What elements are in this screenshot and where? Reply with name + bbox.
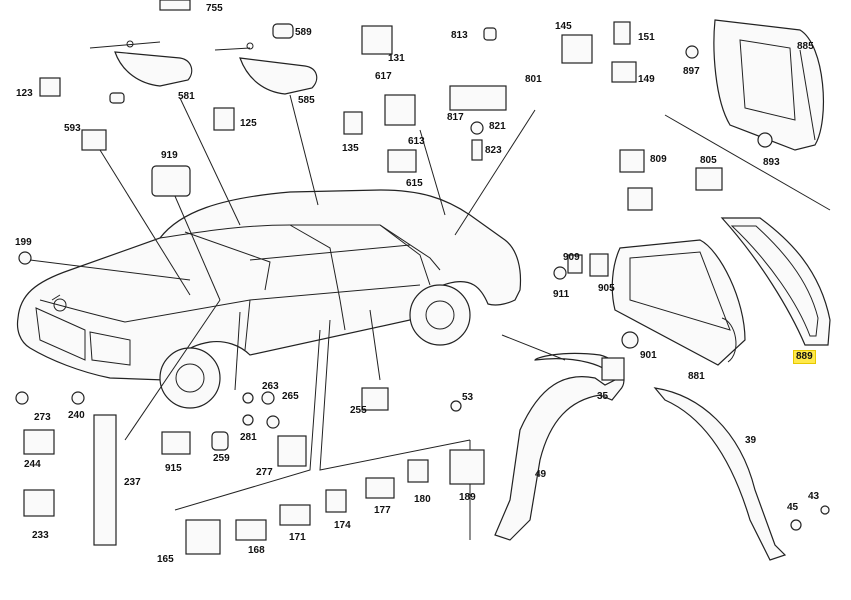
part-label-45: 45 [787,502,799,513]
part-label-821: 821 [489,121,506,132]
part-label-277: 277 [256,467,273,478]
part-label-131: 131 [388,53,405,64]
part-label-909: 909 [563,252,580,263]
part-label-281: 281 [240,432,257,443]
part-label-265: 265 [282,391,299,402]
part-label-911: 911 [553,289,570,300]
part-label-149: 149 [638,74,655,85]
part-label-915: 915 [165,463,182,474]
part-label-145: 145 [555,21,572,32]
part-label-168: 168 [248,545,265,556]
part-label-901: 901 [640,350,657,361]
part-label-273: 273 [34,412,51,423]
tail-lamp-assembly [664,19,831,211]
part-label-244: 244 [24,459,41,470]
part-label-53: 53 [462,392,474,403]
part-label-823: 823 [485,145,502,156]
part-label-881: 881 [688,371,705,382]
part-label-897: 897 [683,66,700,77]
car-body [16,189,522,409]
part-label-259: 259 [213,453,230,464]
part-label-613: 613 [408,136,425,147]
part-label-165: 165 [157,554,174,565]
part-label-885: 885 [797,41,814,52]
part-label-39: 39 [745,435,757,446]
part-label-174: 174 [334,520,351,531]
part-label-755: 755 [206,3,223,14]
part-label-617: 617 [375,71,392,82]
part-label-49: 49 [535,469,547,480]
part-label-123: 123 [16,88,33,99]
part-label-233: 233 [32,530,49,541]
part-label-180: 180 [414,494,431,505]
part-label-135: 135 [342,143,359,154]
tail-lamp-housing [611,217,831,366]
part-label-43: 43 [808,491,820,502]
part-label-813: 813 [451,30,468,41]
part-label-589: 589 [295,27,312,38]
part-label-189: 189 [459,492,476,503]
part-label-817: 817 [447,112,464,123]
part-label-581: 581 [178,91,195,102]
part-label-177: 177 [374,505,391,516]
part-label-905: 905 [598,283,615,294]
leader-lines [29,94,536,511]
part-label-801: 801 [525,74,542,85]
part-label-809: 809 [650,154,667,165]
part-label-151: 151 [638,32,655,43]
part-label-805: 805 [700,155,717,166]
part-label-593: 593 [64,123,81,134]
part-label-893: 893 [763,157,780,168]
part-label-255: 255 [350,405,367,416]
part-label-585: 585 [298,95,315,106]
small-parts [15,21,830,555]
part-label-240: 240 [68,410,85,421]
part-label-889-highlighted: 889 [793,350,816,364]
part-label-615: 615 [406,178,423,189]
part-label-199: 199 [15,237,32,248]
part-label-171: 171 [289,532,306,543]
part-label-237: 237 [124,477,141,488]
part-label-263: 263 [262,381,279,392]
fender-liners [494,334,787,561]
part-label-35: 35 [597,391,609,402]
part-label-919: 919 [161,150,178,161]
interior-lamps [89,0,318,95]
part-label-125: 125 [240,118,257,129]
